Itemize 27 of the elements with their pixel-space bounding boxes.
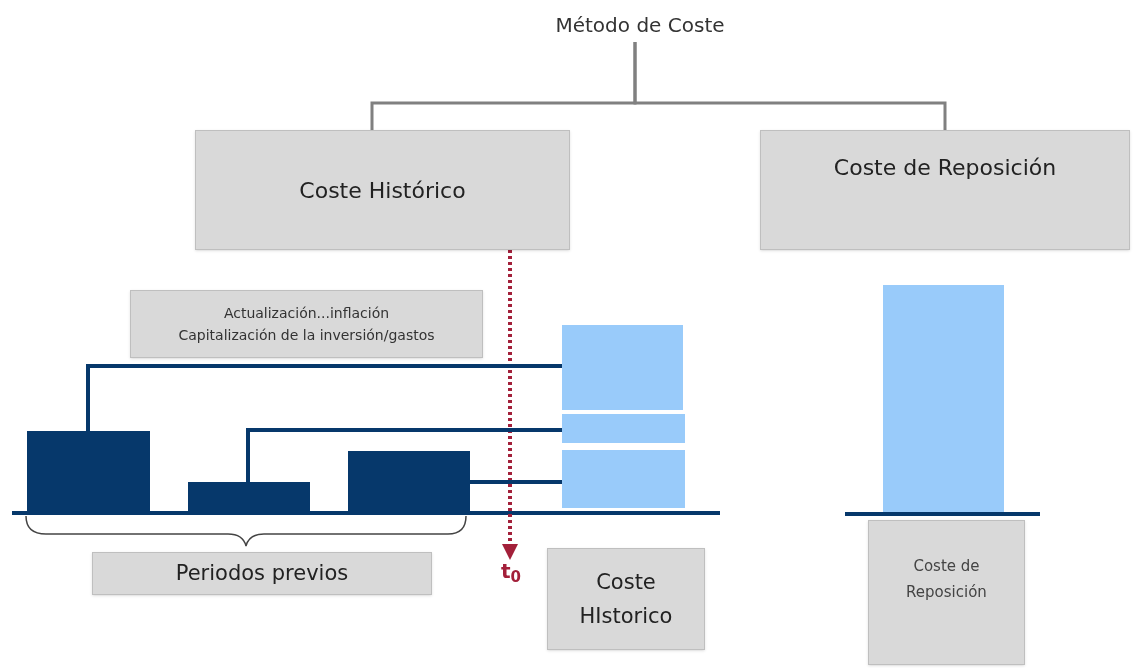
box-text: Periodos previos: [175, 559, 349, 587]
label-box: [130, 290, 483, 358]
box-text: Coste HIstorico: [578, 569, 674, 630]
bar: [883, 285, 1004, 512]
connector-line: [246, 428, 562, 482]
arrow: [502, 250, 518, 560]
box-text: Coste Histórico: [299, 176, 466, 205]
bar: [562, 450, 685, 508]
box-text: Capitalización de la inversión/gastos: [178, 326, 435, 345]
box-text: Coste de Reposición: [905, 556, 988, 603]
bar: [27, 431, 150, 512]
bar: [348, 451, 470, 512]
heading-text: Método de Coste: [520, 8, 760, 42]
box-text: Coste de Reposición: [833, 154, 1057, 182]
label-box: [547, 548, 705, 650]
label-box: [760, 130, 1130, 250]
label-box: [92, 552, 432, 595]
label-box: [195, 130, 570, 250]
bar: [188, 482, 310, 512]
connector-line: [633, 42, 947, 130]
bar: [562, 325, 683, 410]
connector-line: [470, 480, 562, 484]
bar: [562, 414, 685, 443]
label-box: [868, 520, 1025, 665]
connector-line: [86, 364, 562, 431]
time-label: t$_{0}$: [494, 556, 528, 586]
box-text: Actualización...inflación: [223, 304, 390, 323]
